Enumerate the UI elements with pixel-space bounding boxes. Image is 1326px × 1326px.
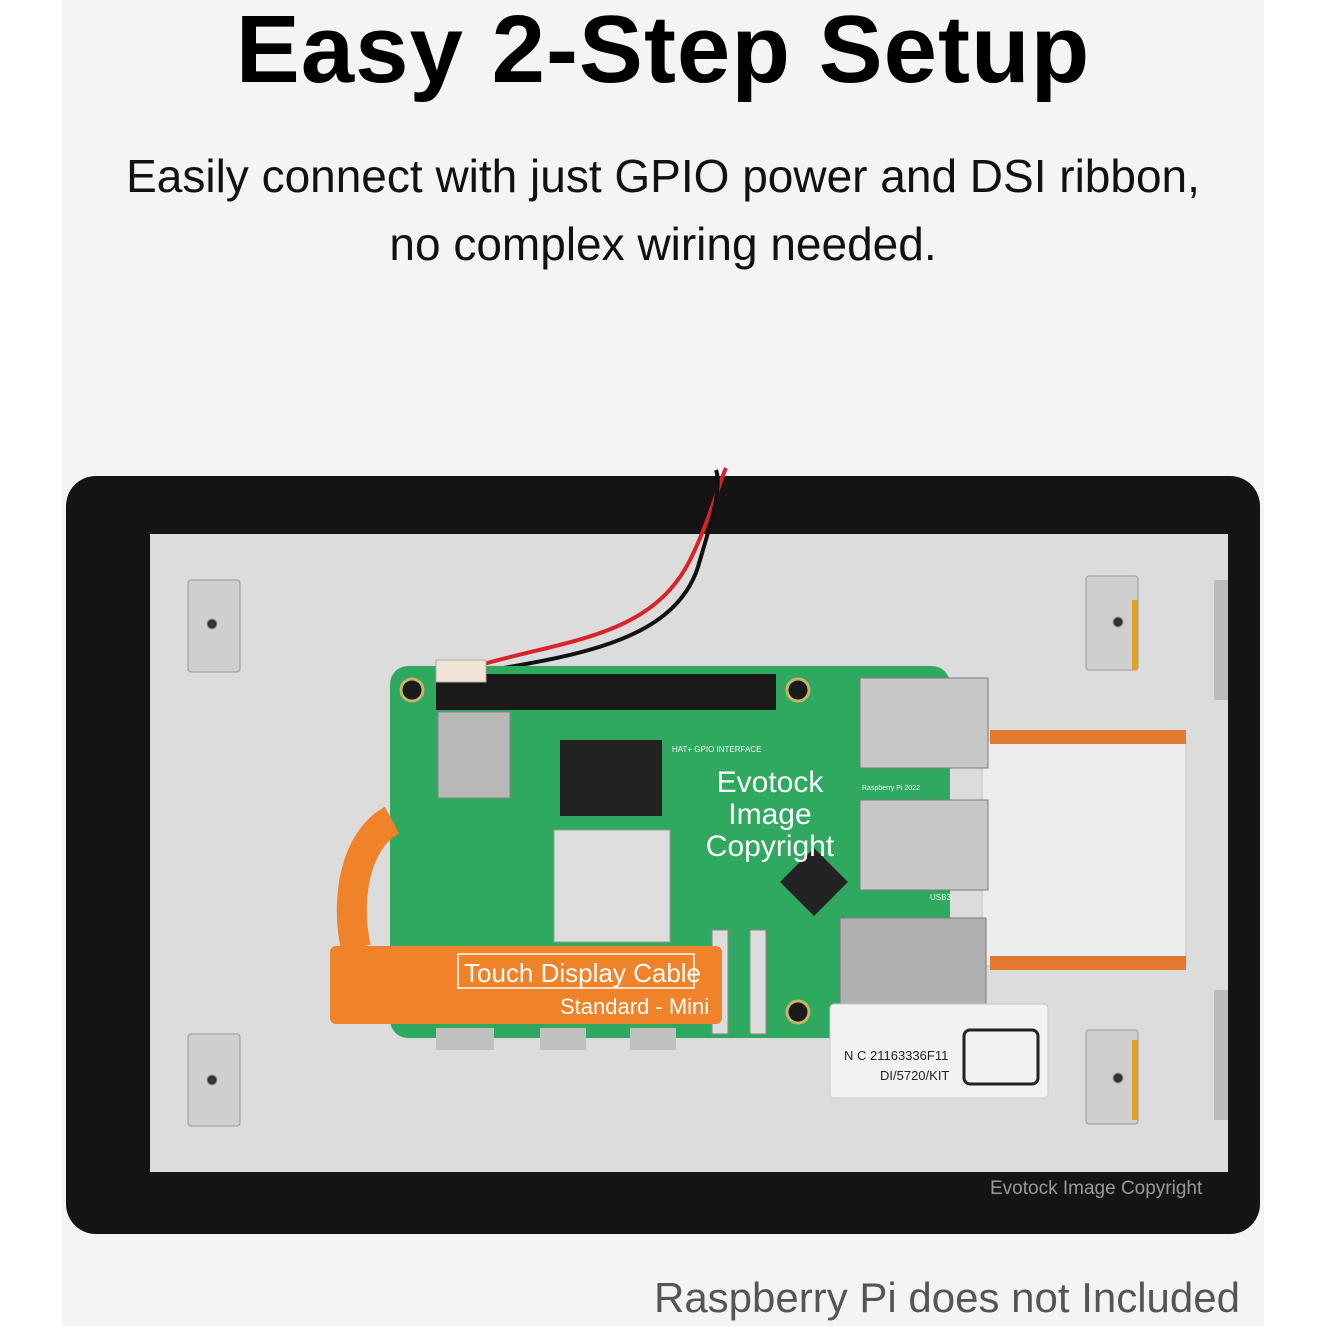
gpio-power-wires bbox=[469, 467, 728, 674]
subtitle-line-2: no complex wiring needed. bbox=[389, 218, 937, 270]
subtitle-line-1: Easily connect with just GPIO power and … bbox=[126, 150, 1200, 202]
watermark-center: Evotock Image Copyright bbox=[706, 766, 835, 863]
silkscreen-usb: USB3 bbox=[930, 893, 951, 902]
compliance-sticker: N C 21163336F11 DI/5720/KIT bbox=[829, 1003, 1049, 1099]
mount-clip-bottom-right bbox=[1085, 1029, 1139, 1125]
memory-chip bbox=[560, 740, 662, 816]
cable-label-line1: Touch Display Cable bbox=[464, 958, 701, 988]
watermark-line-1: Evotock bbox=[717, 766, 825, 799]
mount-clip-bottom-left bbox=[187, 1033, 241, 1127]
mount-clip-top-left bbox=[187, 579, 241, 673]
sticker-model: DI/5720/KIT bbox=[880, 1068, 949, 1083]
gpio-header bbox=[435, 659, 776, 710]
watermark-line-3: Copyright bbox=[706, 830, 835, 863]
wifi-module bbox=[437, 711, 511, 799]
display-flat-cable bbox=[981, 739, 1187, 967]
raspberry-pi-board: HAT+ GPIO INTERFACE Raspberry Pi 2022 US… bbox=[390, 659, 989, 1050]
mount-clip-top-right bbox=[1085, 575, 1139, 671]
silkscreen-pi: Raspberry Pi 2022 bbox=[862, 785, 920, 792]
watermark-corner: Evotock Image Copyright bbox=[990, 1178, 1203, 1199]
watermark-line-2: Image bbox=[728, 798, 811, 831]
silkscreen-gpio: HAT+ GPIO INTERFACE bbox=[672, 745, 761, 754]
dsi-ribbon-cable: Touch Display Cable Standard - Mini bbox=[330, 806, 722, 1024]
headline: Easy 2-Step Setup bbox=[235, 0, 1091, 103]
sticker-serial: N C 21163336F11 bbox=[844, 1048, 948, 1063]
soc-shield bbox=[553, 829, 671, 943]
footer-note: Raspberry Pi does not Included bbox=[653, 1274, 1240, 1321]
cable-label-line2: Standard - Mini bbox=[560, 994, 709, 1019]
usb-ports bbox=[859, 677, 989, 891]
